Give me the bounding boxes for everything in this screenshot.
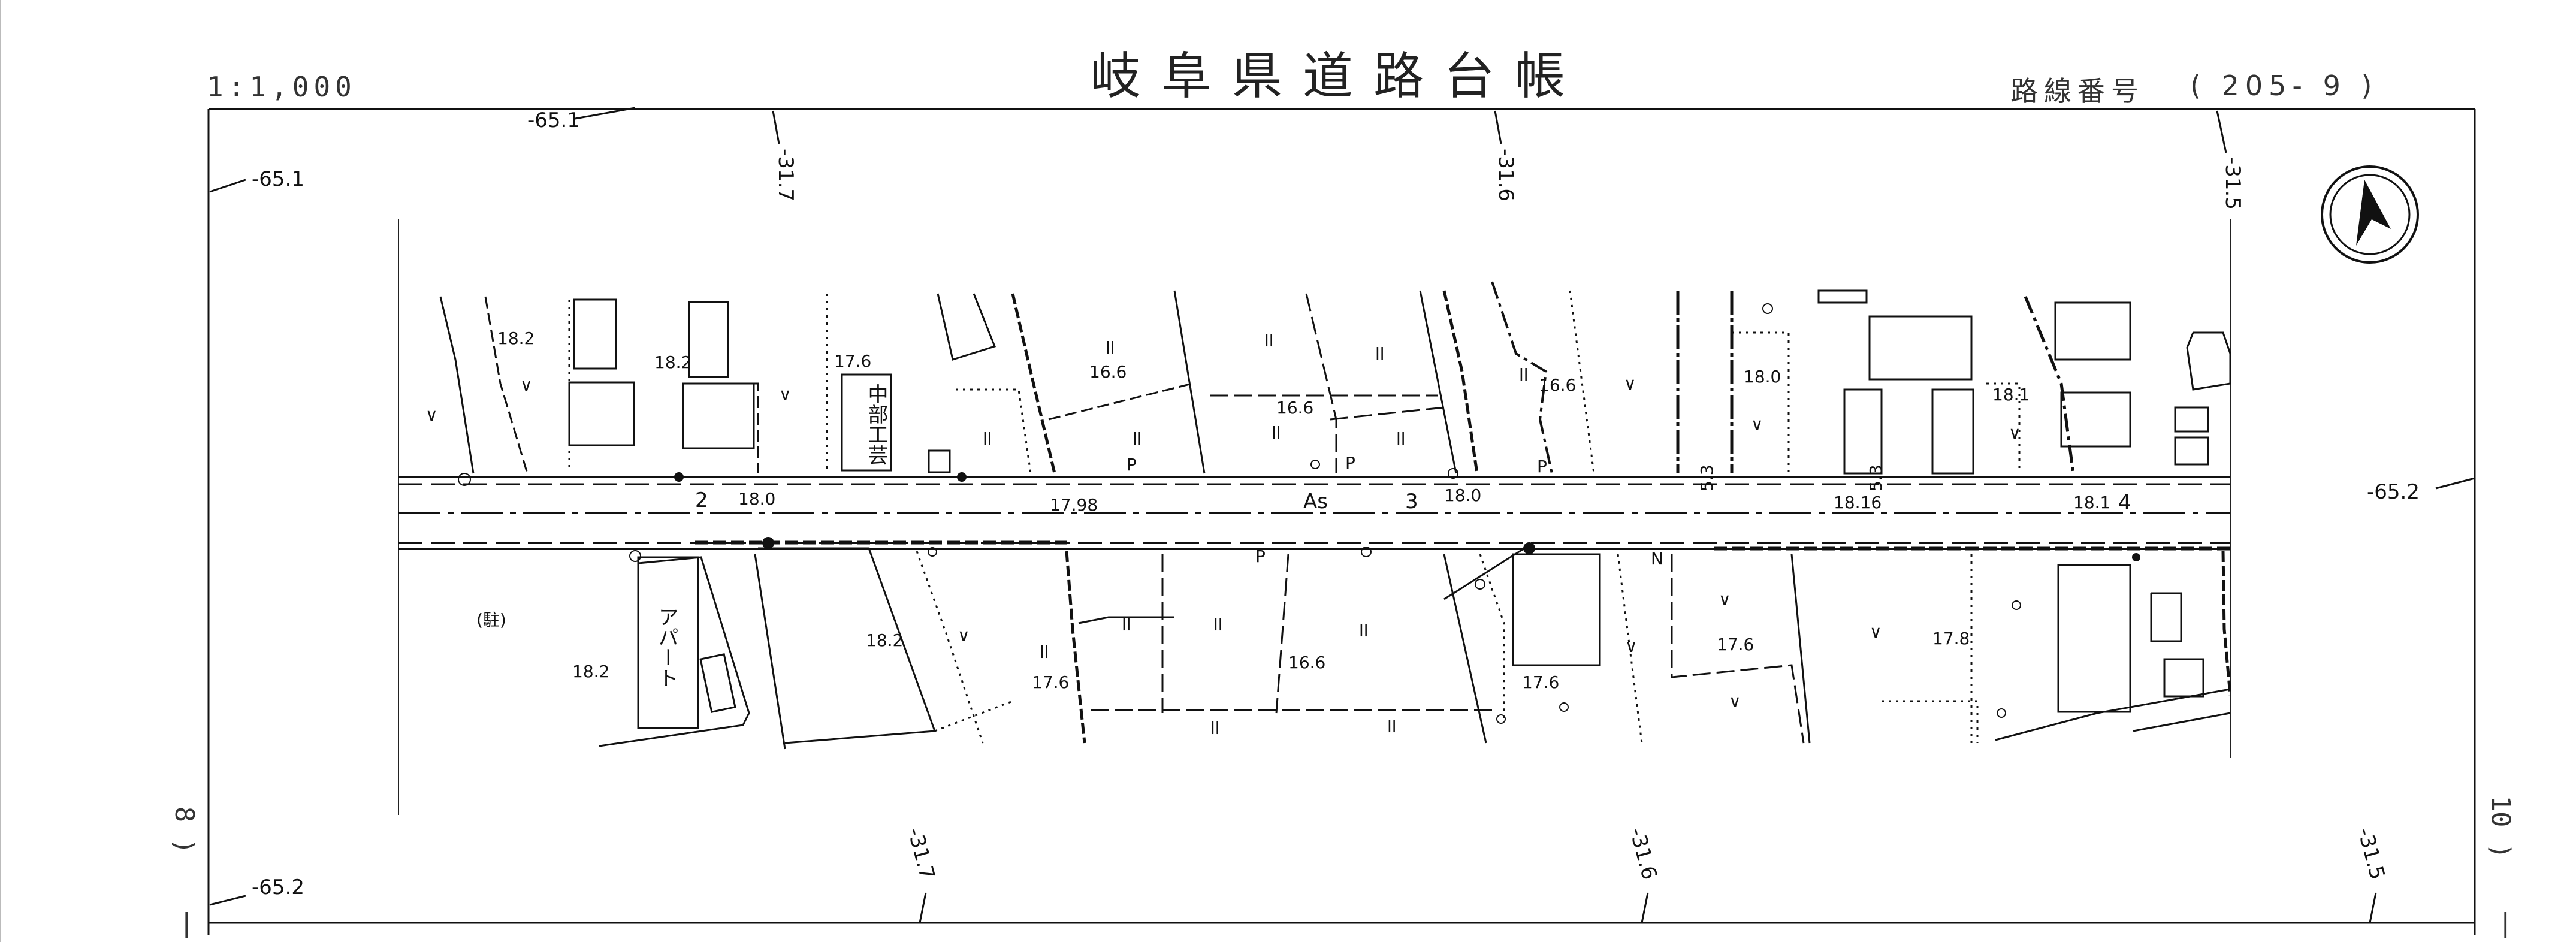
- north-elev-3: 17.6: [834, 351, 871, 371]
- paddy-icon: ∨: [779, 385, 792, 404]
- grid-label-top: -65.1: [527, 108, 580, 132]
- paddy-icon: ∨: [425, 405, 438, 425]
- north-arrow-icon: [2321, 165, 2419, 264]
- station-4: 4: [2118, 491, 2131, 515]
- drawing-boundary: [398, 219, 2231, 815]
- south-elev-3: 17.6: [1032, 672, 1069, 692]
- grid-label-652-bottom: -65.2: [252, 875, 304, 899]
- north-elev-7: 18.0: [1744, 367, 1781, 387]
- north-elev-2: 18.2: [654, 352, 691, 372]
- south-parcels: [599, 541, 2232, 750]
- building-names: 中部工芸 アパート (駐): [476, 384, 888, 688]
- paddy-icon: ∨: [1870, 622, 1882, 642]
- field-icon: ll: [1519, 365, 1529, 385]
- p-marker: P: [1537, 457, 1547, 476]
- road-labels: As 2 3 4 18.0 17.98 18.0 18.16 18.1 5.3 …: [695, 464, 2131, 515]
- south-elev-1: 18.2: [572, 662, 609, 681]
- grid-label-315-top: -31.5: [2221, 157, 2245, 210]
- field-icon: ll: [1264, 331, 1274, 351]
- point-symbols: [458, 303, 2140, 724]
- route-label: 路線番号: [2010, 75, 2145, 107]
- paddy-icon: ∨: [1625, 636, 1638, 656]
- landuse-symbols: ll ll ll ll ll ll ll ll ll ll ll ll ll l…: [425, 331, 2021, 738]
- road: [398, 476, 2230, 551]
- road-offset-1: 5.3: [1697, 464, 1717, 491]
- paddy-icon: ∨: [1729, 692, 1741, 711]
- road-elev-3: 18.0: [1444, 485, 1481, 505]
- grid-ticks: [209, 107, 2475, 923]
- grid-label-315-bottom: -31.5: [2352, 825, 2389, 882]
- south-elev-4: 16.6: [1288, 653, 1325, 672]
- south-elev-5: 17.6: [1522, 672, 1559, 692]
- n-marker: N: [1651, 549, 1663, 569]
- field-icon: ll: [1213, 615, 1223, 635]
- grid-label-316-top: -31.6: [1494, 149, 1518, 201]
- field-icon: ll: [1359, 621, 1369, 641]
- p-marker: P: [1255, 547, 1266, 566]
- paddy-icon: ∨: [1624, 374, 1636, 394]
- p-marker: P: [1345, 453, 1355, 473]
- paddy-icon: ∨: [2009, 423, 2021, 443]
- route-number: ( 205- 9 ): [2190, 70, 2378, 102]
- north-elev-6: 16.6: [1539, 375, 1576, 395]
- building-apartment: アパート: [654, 606, 678, 688]
- paddy-icon: ∨: [520, 375, 533, 395]
- north-parcels: [439, 281, 2231, 475]
- grid-label-317-top: -31.7: [774, 149, 798, 201]
- map-title: 岐阜県道路台帳: [1091, 47, 1586, 105]
- north-elev-8: 18.1: [1992, 385, 2030, 404]
- field-icon: ll: [1375, 344, 1385, 364]
- north-elev-1: 18.2: [497, 328, 534, 348]
- paddy-icon: ∨: [1751, 415, 1763, 434]
- grid-label-top-left: -65.1: [252, 167, 304, 191]
- station-2: 2: [695, 488, 708, 512]
- field-icon: ll: [983, 429, 992, 449]
- road-elev-2: 17.98: [1050, 495, 1098, 515]
- field-icon: ll: [1387, 717, 1397, 736]
- sheet-edge-right-mark: |: [2498, 908, 2514, 938]
- field-icon: ll: [1396, 429, 1406, 449]
- parking-label: (駐): [476, 610, 506, 630]
- sheet-edge-left-mark: |: [179, 908, 195, 938]
- south-elev-2: 18.2: [866, 630, 903, 650]
- field-icon: ll: [1133, 429, 1142, 449]
- grid-label-316-bottom: -31.6: [1624, 825, 1661, 882]
- road-surface: As: [1303, 490, 1328, 514]
- field-icon: ll: [1106, 338, 1115, 358]
- station-3: 3: [1405, 490, 1418, 514]
- north-elev-4: 16.6: [1089, 362, 1127, 382]
- south-elevations: 18.2 18.2 17.6 16.6 17.6 17.6 17.8: [572, 629, 1970, 692]
- paddy-icon: ∨: [958, 626, 970, 645]
- map-frame: [0, 0, 2476, 942]
- south-elev-6: 17.6: [1717, 635, 1754, 654]
- north-elev-5: 16.6: [1276, 398, 1313, 418]
- grid-label-317-bottom: -31.7: [902, 825, 939, 882]
- building-chubu-kogei: 中部工芸: [864, 384, 888, 465]
- road-offset-2: 5.3: [1866, 464, 1886, 491]
- field-icon: ll: [1272, 423, 1281, 443]
- field-icon: ll: [1122, 615, 1131, 635]
- road-elev-1: 18.0: [738, 489, 775, 509]
- north-elevations: 18.2 18.2 17.6 16.6 16.6 16.6 18.0 18.1: [497, 328, 2030, 418]
- paddy-icon: ∨: [1719, 590, 1731, 609]
- field-icon: ll: [1040, 642, 1049, 662]
- road-elev-4: 18.16: [1834, 493, 1882, 512]
- road-elev-5: 18.1: [2073, 493, 2110, 512]
- map-scale: 1:1,000: [207, 71, 357, 103]
- grid-label-652-right: -65.2: [2367, 480, 2420, 504]
- field-icon: ll: [1210, 718, 1220, 738]
- p-marker: P: [1127, 455, 1137, 475]
- south-elev-7: 17.8: [1932, 629, 1970, 648]
